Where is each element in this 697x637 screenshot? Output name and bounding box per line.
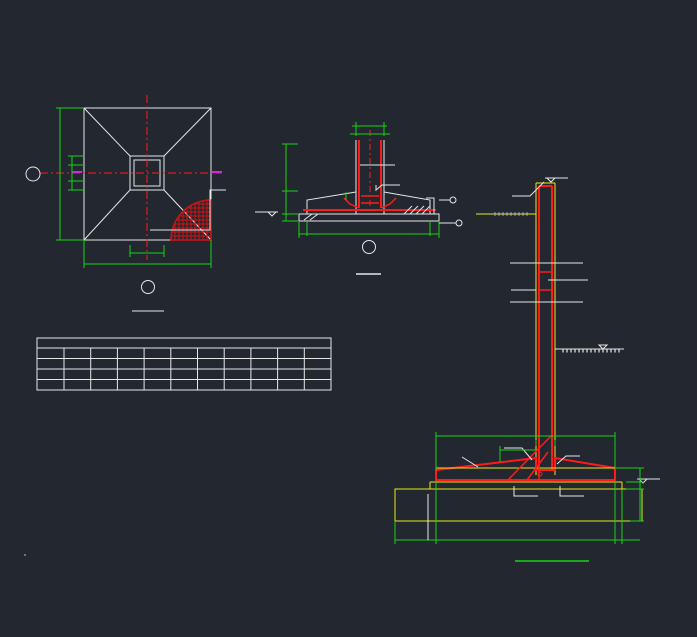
wall-base-pad	[394, 488, 643, 522]
plan-leader-line	[150, 189, 226, 231]
plan-view	[25, 95, 226, 312]
wall-ground-right	[555, 344, 624, 353]
section-view	[255, 122, 463, 275]
plan-axis-bubble-left[interactable]	[25, 166, 41, 182]
retaining-wall-section	[394, 177, 660, 562]
plan-axis-bubble-bottom[interactable]	[141, 280, 155, 294]
plan-slope-line-tl	[83, 107, 131, 157]
section-axis-bubble[interactable]	[362, 240, 376, 254]
plan-dimension-bottom	[83, 240, 212, 268]
section-marker-bottom[interactable]	[455, 219, 463, 227]
stray-point	[24, 554, 26, 556]
section-base-slab	[298, 213, 440, 222]
wall-dimensions	[394, 432, 644, 562]
plan-slope-line-tr	[163, 107, 212, 157]
plan-dimension-left	[56, 107, 84, 241]
section-marker-top[interactable]	[449, 196, 457, 204]
section-edge-hatch	[303, 205, 431, 221]
schedule-table[interactable]	[36, 337, 332, 391]
section-dimensions	[282, 122, 440, 238]
schedule-table-border	[36, 337, 332, 391]
wall-footing-rebar	[435, 456, 616, 481]
wall-leader-lines	[461, 262, 588, 497]
plan-rebar-hatch	[170, 199, 212, 241]
plan-slope-line-bl	[83, 189, 131, 241]
section-rebar	[303, 130, 436, 212]
